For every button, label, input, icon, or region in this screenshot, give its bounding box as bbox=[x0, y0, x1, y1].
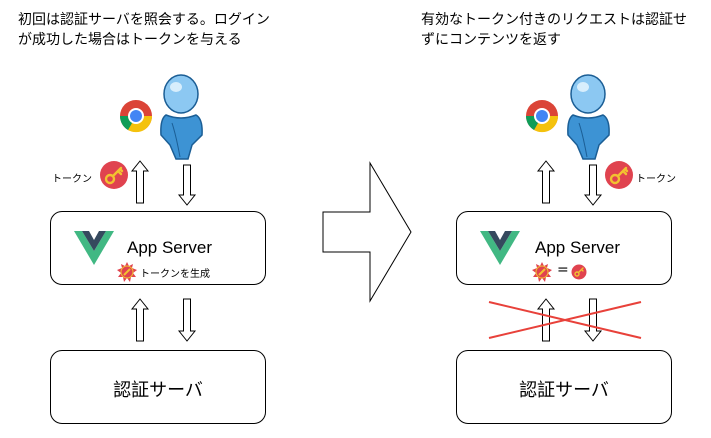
right-token-label: トークン bbox=[636, 174, 676, 185]
left-caption: 初回は認証サーバを照会する。ログイン が成功した場合はトークンを与える bbox=[18, 10, 270, 50]
right-auth-server-box bbox=[456, 350, 672, 424]
right-caption-line2: ずにコンテンツを返す bbox=[421, 32, 561, 48]
token-key-icon bbox=[605, 161, 633, 189]
left-up-arrow-top bbox=[130, 160, 150, 204]
token-key-icon bbox=[100, 161, 128, 189]
right-down-arrow-bottom bbox=[583, 298, 603, 342]
cross-out-mark bbox=[488, 301, 642, 339]
right-up-arrow-bottom bbox=[536, 298, 556, 342]
left-down-arrow-bottom bbox=[177, 298, 197, 342]
user-icon bbox=[567, 74, 610, 160]
left-auth-server-label: 認証サーバ bbox=[113, 380, 203, 401]
token-generate-icon bbox=[117, 262, 137, 282]
left-generate-label: トークンを生成 bbox=[140, 269, 210, 280]
left-caption-line2: が成功した場合はトークンを与える bbox=[18, 32, 242, 48]
right-down-arrow-top bbox=[583, 164, 603, 206]
vue-logo-icon bbox=[480, 231, 520, 265]
right-auth-server-label: 認証サーバ bbox=[519, 380, 609, 401]
token-key-icon bbox=[571, 264, 587, 280]
chrome-icon bbox=[119, 100, 153, 133]
token-generate-icon bbox=[532, 262, 552, 282]
transition-arrow bbox=[322, 161, 412, 303]
user-icon bbox=[160, 74, 203, 160]
left-app-server-label: App Server bbox=[127, 238, 213, 257]
right-app-server-label: App Server bbox=[535, 238, 621, 257]
left-caption-line1: 初回は認証サーバを照会する。ログイン bbox=[18, 12, 270, 28]
right-caption-line1: 有効なトークン付きのリクエストは認証せ bbox=[421, 12, 687, 28]
equals-sign: = bbox=[557, 262, 569, 278]
left-auth-server-box bbox=[50, 350, 266, 424]
left-up-arrow-bottom bbox=[130, 298, 150, 342]
left-down-arrow-top bbox=[177, 164, 197, 206]
left-token-label: トークン bbox=[52, 174, 92, 185]
vue-logo-icon bbox=[74, 231, 114, 265]
chrome-icon bbox=[525, 100, 559, 133]
right-up-arrow-top bbox=[536, 160, 556, 204]
right-caption: 有効なトークン付きのリクエストは認証せ ずにコンテンツを返す bbox=[421, 10, 687, 50]
